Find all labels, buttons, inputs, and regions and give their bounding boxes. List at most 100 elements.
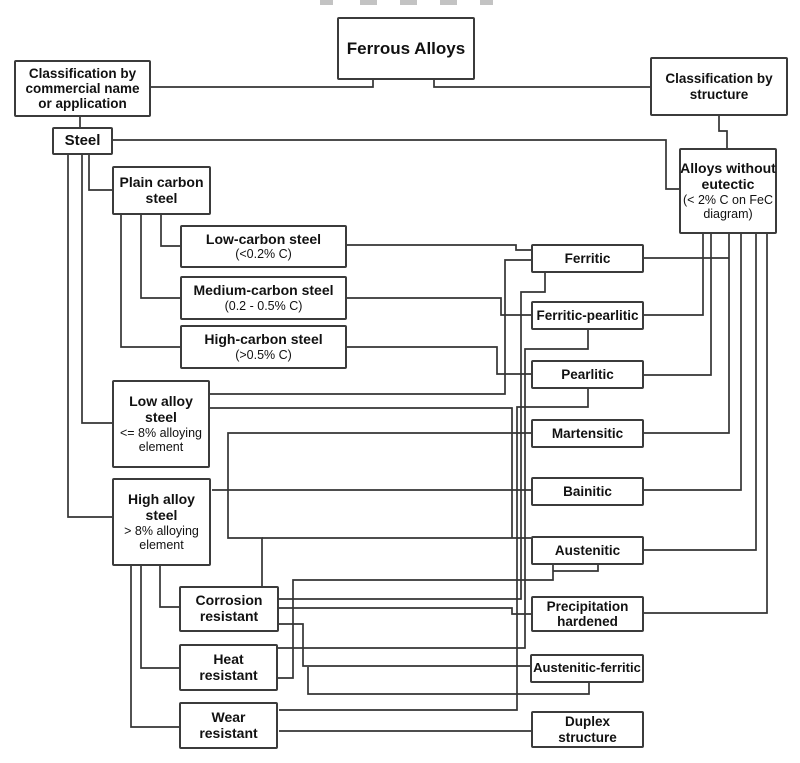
- edge-high-alloy-to-wear: [130, 566, 179, 728]
- box-classification-commercial-line-2: or application: [38, 96, 127, 112]
- edge-steel-to-low-alloy: [81, 155, 112, 424]
- edge-austenitic-ferritic-tap: [307, 667, 590, 695]
- box-low-carbon-steel: Low-carbon steel(<0.2% C): [180, 225, 347, 268]
- box-classification-commercial-line-1: commercial name: [25, 80, 140, 96]
- box-austenitic-line-0: Austenitic: [554, 542, 621, 558]
- edge-plain-to-medium-carbon: [140, 215, 180, 299]
- box-ferrous-alloys-line-0: Ferrous Alloys: [346, 38, 466, 58]
- edge-martensitic-to-eutectic: [644, 234, 730, 434]
- cropped-artifact-0: [320, 0, 333, 5]
- edge-bainitic-to-eutectic: [644, 234, 742, 491]
- cropped-artifact-4: [480, 0, 493, 5]
- cropped-artifact-1: [360, 0, 377, 5]
- box-high-alloy-steel-line-3: element: [139, 537, 184, 552]
- box-martensitic: Martensitic: [531, 419, 644, 448]
- box-steel-line-0: Steel: [64, 131, 101, 149]
- edge-steel-to-high-alloy: [67, 155, 112, 518]
- cropped-artifact-2: [400, 0, 417, 5]
- box-duplex-structure-line-0: Duplex: [564, 714, 610, 730]
- edge-steel-to-plain-carbon: [88, 155, 112, 191]
- edge-precipitation-to-eutectic: [644, 234, 768, 614]
- box-duplex-structure-line-1: structure: [558, 729, 617, 745]
- box-alloys-without-eutectic-line-1: eutectic: [701, 176, 755, 192]
- box-steel: Steel: [52, 127, 113, 155]
- box-low-carbon-steel-line-1: (<0.2% C): [235, 247, 292, 262]
- edge-ferritic-pearlitic-to-heat: [278, 330, 589, 649]
- edge-medium-carbon-to-ferritic-pearlitic: [347, 297, 531, 316]
- edge-plain-to-low-carbon: [160, 215, 180, 247]
- edge-ferrous-to-commercial: [151, 80, 374, 88]
- box-precipitation-hardened-line-1: hardened: [557, 614, 618, 629]
- edge-ferrous-to-structure: [433, 80, 650, 88]
- edge-pearlitic-to-eutectic: [644, 234, 712, 376]
- box-alloys-without-eutectic-line-0: Alloys without: [680, 160, 776, 177]
- box-high-carbon-steel-line-1: (>0.5% C): [235, 347, 292, 362]
- box-low-alloy-steel-line-2: <= 8% alloying: [119, 425, 202, 440]
- box-corrosion-resistant-line-0: Corrosion: [195, 592, 263, 609]
- box-classification-commercial-line-0: Classification by: [28, 65, 137, 81]
- box-corrosion-resistant-line-1: resistant: [199, 608, 259, 624]
- box-high-alloy-steel-line-1: steel: [145, 507, 178, 523]
- box-bainitic: Bainitic: [531, 477, 644, 506]
- edge-corrosion-to-precipitation: [279, 607, 531, 615]
- box-classification-structure-line-0: Classification by: [665, 71, 773, 87]
- box-pearlitic-line-0: Pearlitic: [561, 366, 614, 382]
- edge-corrosion-to-austenitic-ferritic: [279, 623, 531, 667]
- box-ferritic-pearlitic: Ferritic-pearlitic: [531, 301, 644, 330]
- box-low-alloy-steel-line-3: element: [138, 439, 184, 454]
- box-alloys-without-eutectic-line-3: diagram): [703, 206, 753, 221]
- edge-heat-to-austenitic: [278, 565, 554, 679]
- box-low-alloy-steel-line-1: steel: [145, 409, 177, 425]
- edge-ferritic-pearlitic-to-eutectic: [644, 234, 704, 316]
- box-medium-carbon-steel-line-0: Medium-carbon steel: [193, 282, 334, 299]
- box-wear-resistant-line-0: Wear: [211, 708, 246, 725]
- box-plain-carbon-steel-line-0: Plain carbon: [119, 173, 204, 190]
- edge-steel-to-alloys-without-eutectic: [113, 139, 679, 190]
- edge-high-alloy-to-corrosion: [159, 566, 179, 608]
- edge-ferritic-to-corrosion: [279, 273, 546, 600]
- box-low-carbon-steel-line-0: Low-carbon steel: [205, 230, 322, 247]
- box-martensitic-line-0: Martensitic: [551, 425, 624, 441]
- box-low-alloy-steel-line-0: Low alloy: [129, 393, 193, 410]
- box-austenitic-ferritic-line-0: Austenitic-ferritic: [533, 660, 641, 676]
- edge-austenitic-bottom-bracket: [553, 565, 599, 572]
- cropped-artifact-3: [440, 0, 457, 5]
- box-wear-resistant-line-1: resistant: [199, 724, 258, 741]
- box-high-carbon-steel: High-carbon steel(>0.5% C): [180, 325, 347, 369]
- edge-high-alloy-to-heat: [140, 566, 179, 669]
- box-medium-carbon-steel-line-1: (0.2 - 0.5% C): [224, 298, 303, 313]
- box-alloys-without-eutectic-line-2: (< 2% C on FeC: [683, 192, 773, 207]
- edge-martensitic-to-corrosion: [227, 432, 531, 586]
- edge-plain-to-high-carbon: [120, 215, 180, 348]
- box-plain-carbon-steel-line-1: steel: [145, 189, 178, 206]
- edge-low-alloy-to-ferritic: [210, 259, 531, 395]
- box-austenitic: Austenitic: [531, 536, 644, 565]
- edge-low-alloy-to-austenitic-line: [210, 407, 513, 538]
- box-high-alloy-steel-line-0: High alloy: [128, 491, 195, 508]
- box-high-alloy-steel-line-2: > 8% alloying: [124, 523, 199, 538]
- edge-low-carbon-to-ferritic: [347, 244, 531, 251]
- box-medium-carbon-steel: Medium-carbon steel(0.2 - 0.5% C): [180, 276, 347, 320]
- box-pearlitic: Pearlitic: [531, 360, 644, 389]
- box-heat-resistant-line-0: Heat: [213, 650, 244, 667]
- edge-structure-to-alloys-without-eutectic: [718, 116, 728, 148]
- edge-high-carbon-to-pearlitic: [347, 346, 531, 375]
- edge-pearlitic-to-wear: [279, 389, 589, 711]
- box-high-carbon-steel-line-0: High-carbon steel: [204, 331, 323, 348]
- box-ferritic-pearlitic-line-0: Ferritic-pearlitic: [536, 307, 639, 323]
- box-ferrous-alloys: Ferrous Alloys: [337, 17, 475, 80]
- box-bainitic-line-0: Bainitic: [563, 483, 612, 499]
